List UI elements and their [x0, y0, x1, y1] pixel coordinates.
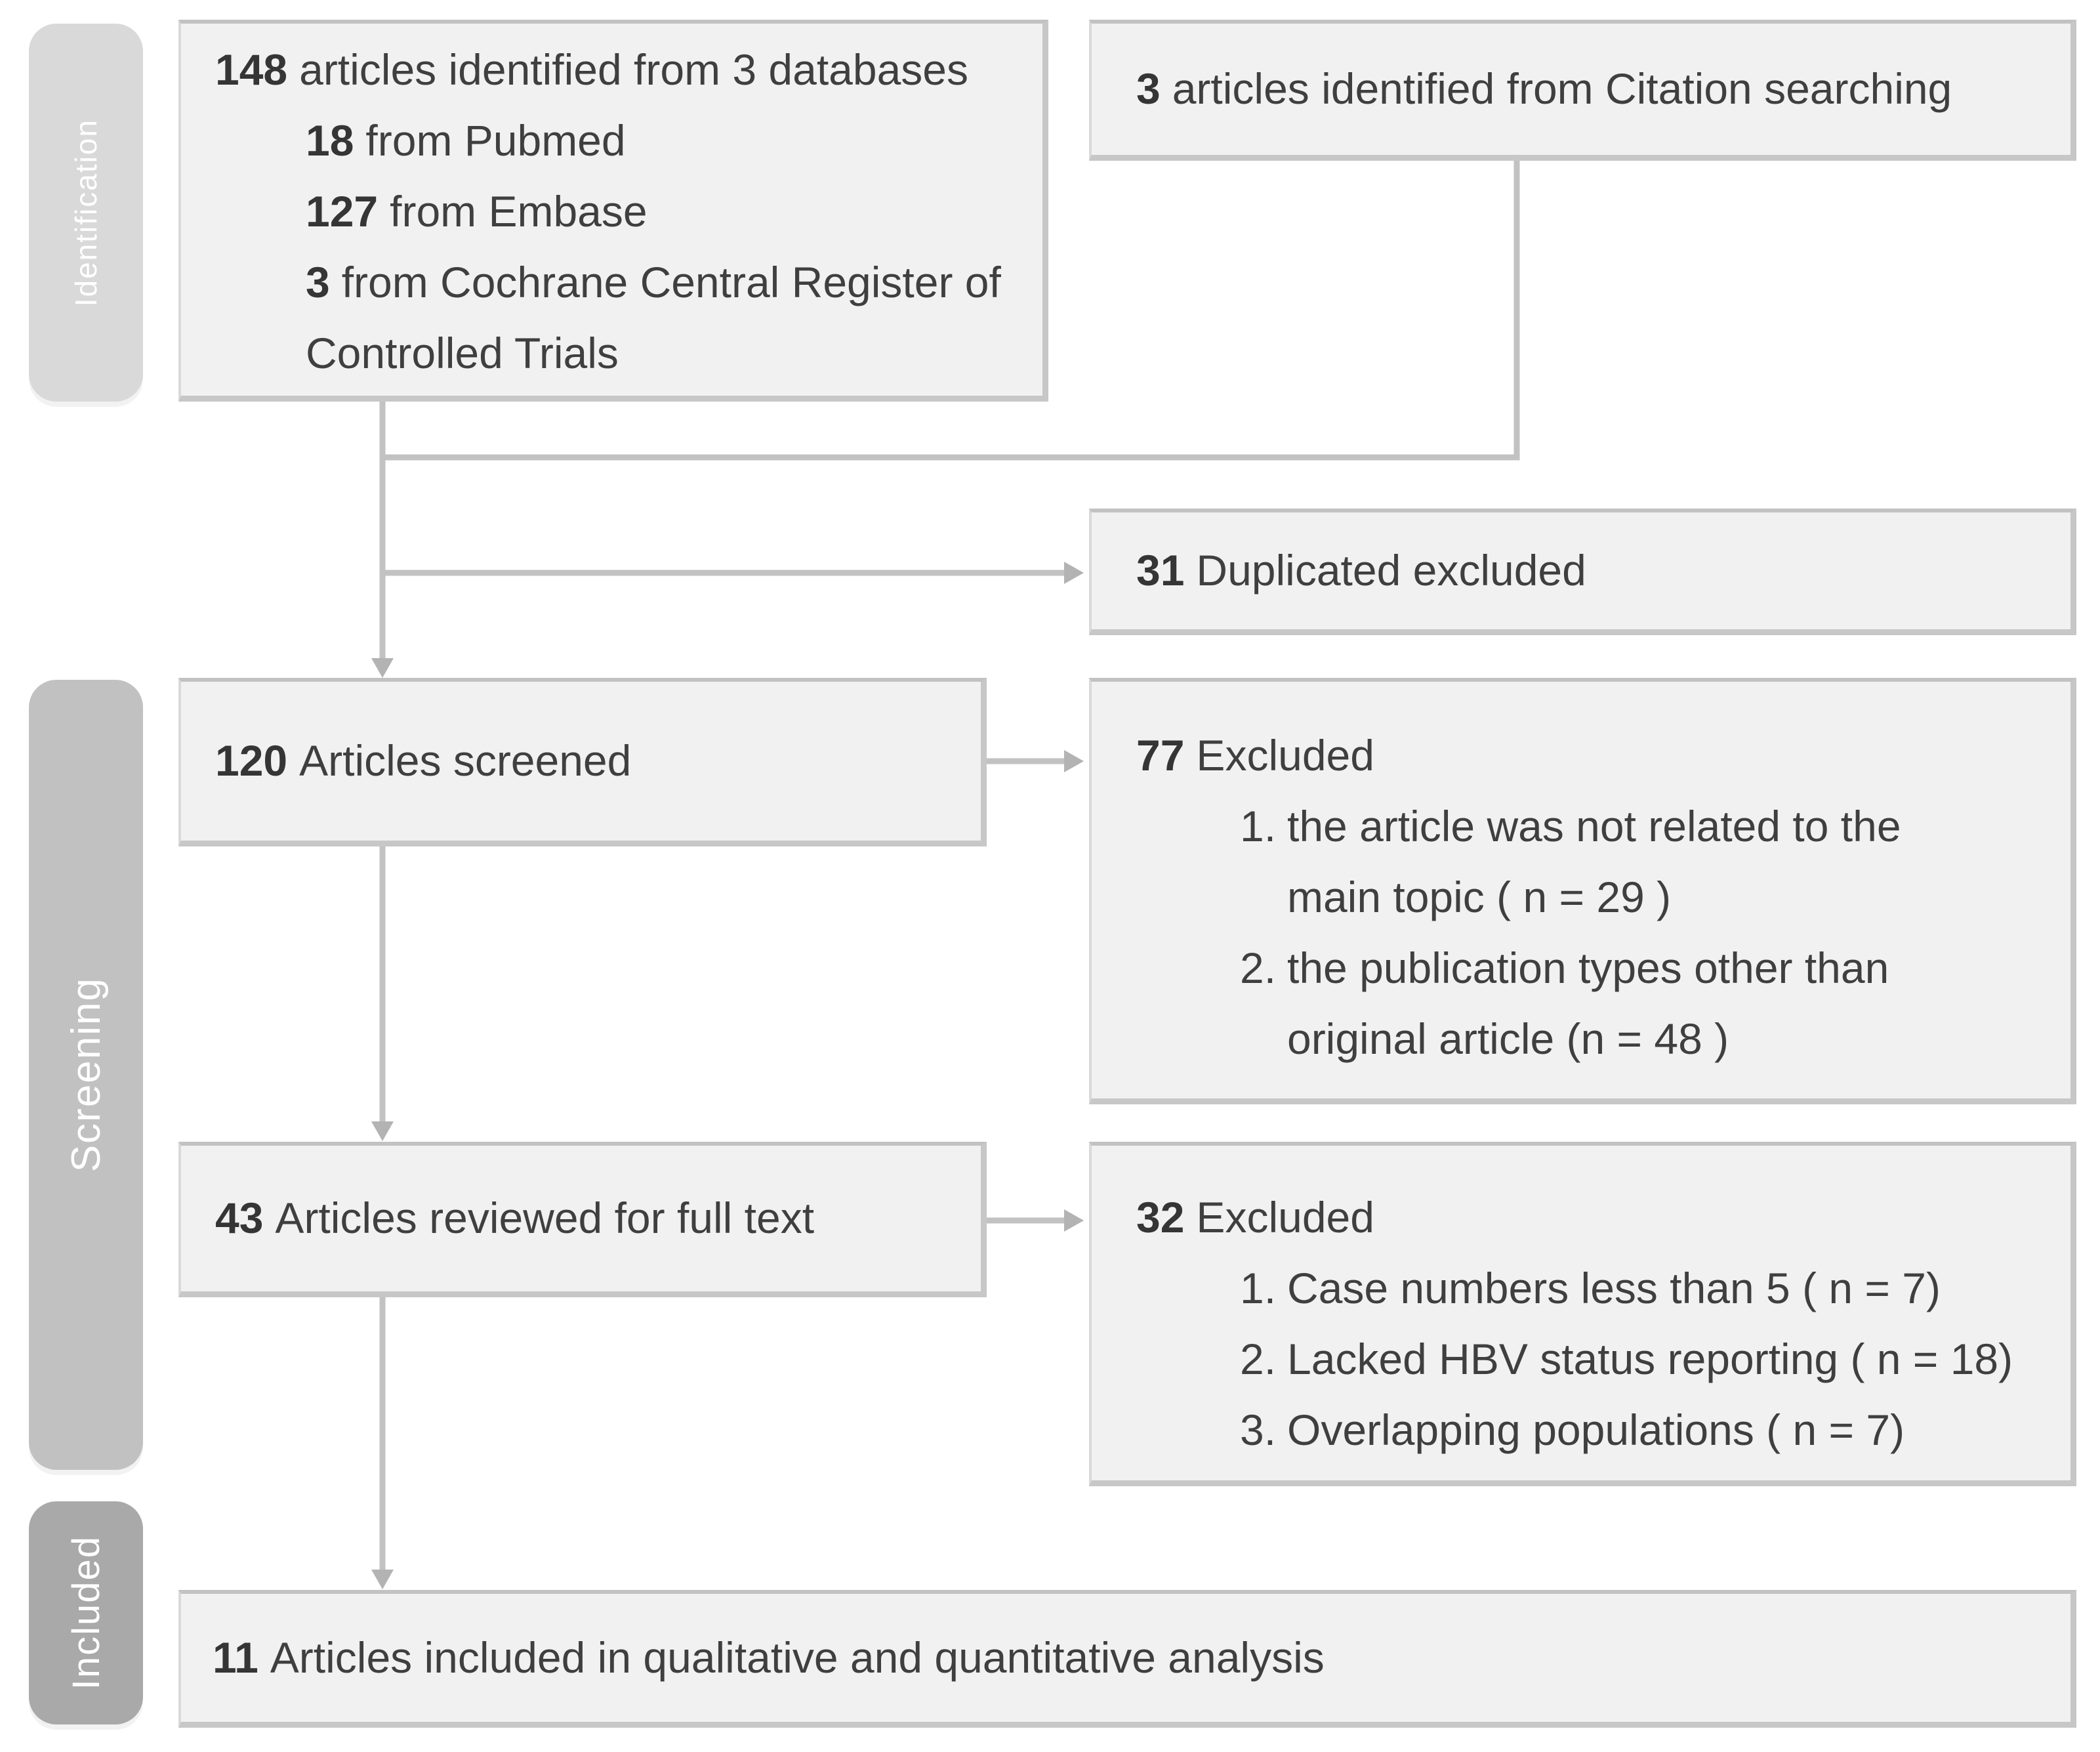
stage-label-screening: Screening — [29, 680, 143, 1470]
excluded-fulltext-count: 32 — [1136, 1193, 1185, 1241]
screened-count: 120 — [215, 736, 288, 785]
excluded-screening-reason-2: 2. the publication types other than orig… — [1240, 944, 1889, 1063]
arrowhead-into-fulltext — [371, 1121, 394, 1141]
arrowhead-into-included — [371, 1570, 394, 1589]
included-count: 11 — [213, 1633, 258, 1682]
source-cochrane-wrap: Controlled Trials — [306, 329, 619, 377]
arrowhead-into-duplicates — [1064, 562, 1084, 584]
excluded-screening-count: 77 — [1136, 731, 1185, 780]
duplicates-count: 31 — [1136, 546, 1185, 595]
excluded-screening-reason-1: 1. the article was not related to the ma… — [1240, 802, 1901, 921]
stage-label-identification: Identification — [29, 24, 143, 402]
fulltext-count: 43 — [215, 1194, 264, 1243]
arrowhead-into-excluded-fulltext — [1064, 1209, 1084, 1232]
records-identified-count: 148 — [215, 45, 288, 94]
stage-label-screening-text: Screening — [63, 977, 109, 1173]
arrowhead-into-excluded-screening — [1064, 750, 1084, 772]
stage-label-included-text: Included — [64, 1535, 108, 1690]
stage-label-included: Included — [29, 1501, 143, 1724]
excluded-fulltext-reason-2: 2. Lacked HBV status reporting ( n = 18) — [1240, 1335, 2013, 1383]
arrowhead-into-screened — [371, 658, 394, 678]
excluded-fulltext-reason-3: 3. Overlapping populations ( n = 7) — [1240, 1406, 1905, 1454]
stage-label-identification-text: Identification — [69, 118, 103, 307]
citation-count: 3 — [1136, 64, 1161, 114]
excluded-fulltext-reason-1: 1. Case numbers less than 5 ( n = 7) — [1240, 1264, 1941, 1312]
